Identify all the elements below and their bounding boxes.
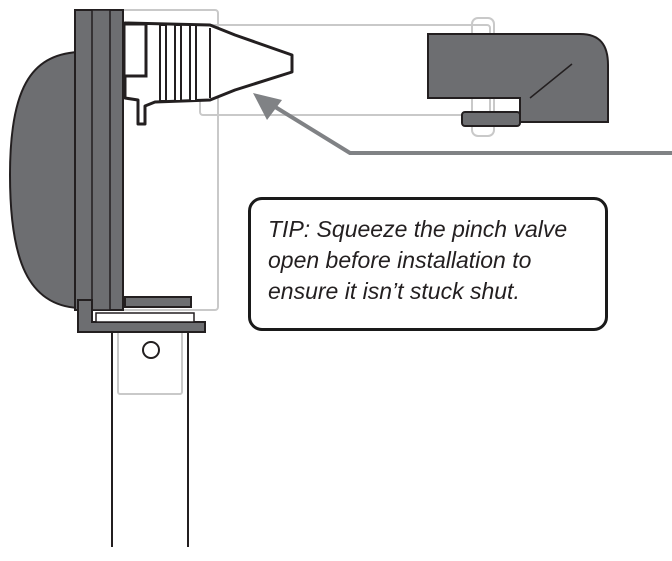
mounting-bracket [77,299,206,333]
pinch-valve-rib [159,24,167,102]
housing-inner-wall [91,9,111,311]
pinch-valve [122,21,294,126]
callout-arrow [253,93,672,155]
callout-arrowhead-icon [253,93,282,120]
bracket-plate [95,312,195,323]
pinch-valve-rib [189,24,197,102]
tip-text: TIP: Squeeze the pinch valve open before… [268,216,568,304]
elbow-fitting-tab [461,111,521,127]
elbow-fitting-body [427,33,609,123]
elbow-fitting [427,33,609,127]
pinch-valve-rib [174,24,182,102]
pinch-valve-collar [122,22,148,78]
shelf-bar [124,296,192,308]
bolt-hole-icon [142,341,160,359]
callout-line [270,103,672,155]
side-cap [8,50,79,310]
tip-callout-box: TIP: Squeeze the pinch valve open before… [248,197,608,331]
elbow-fitting-edge [529,63,573,99]
